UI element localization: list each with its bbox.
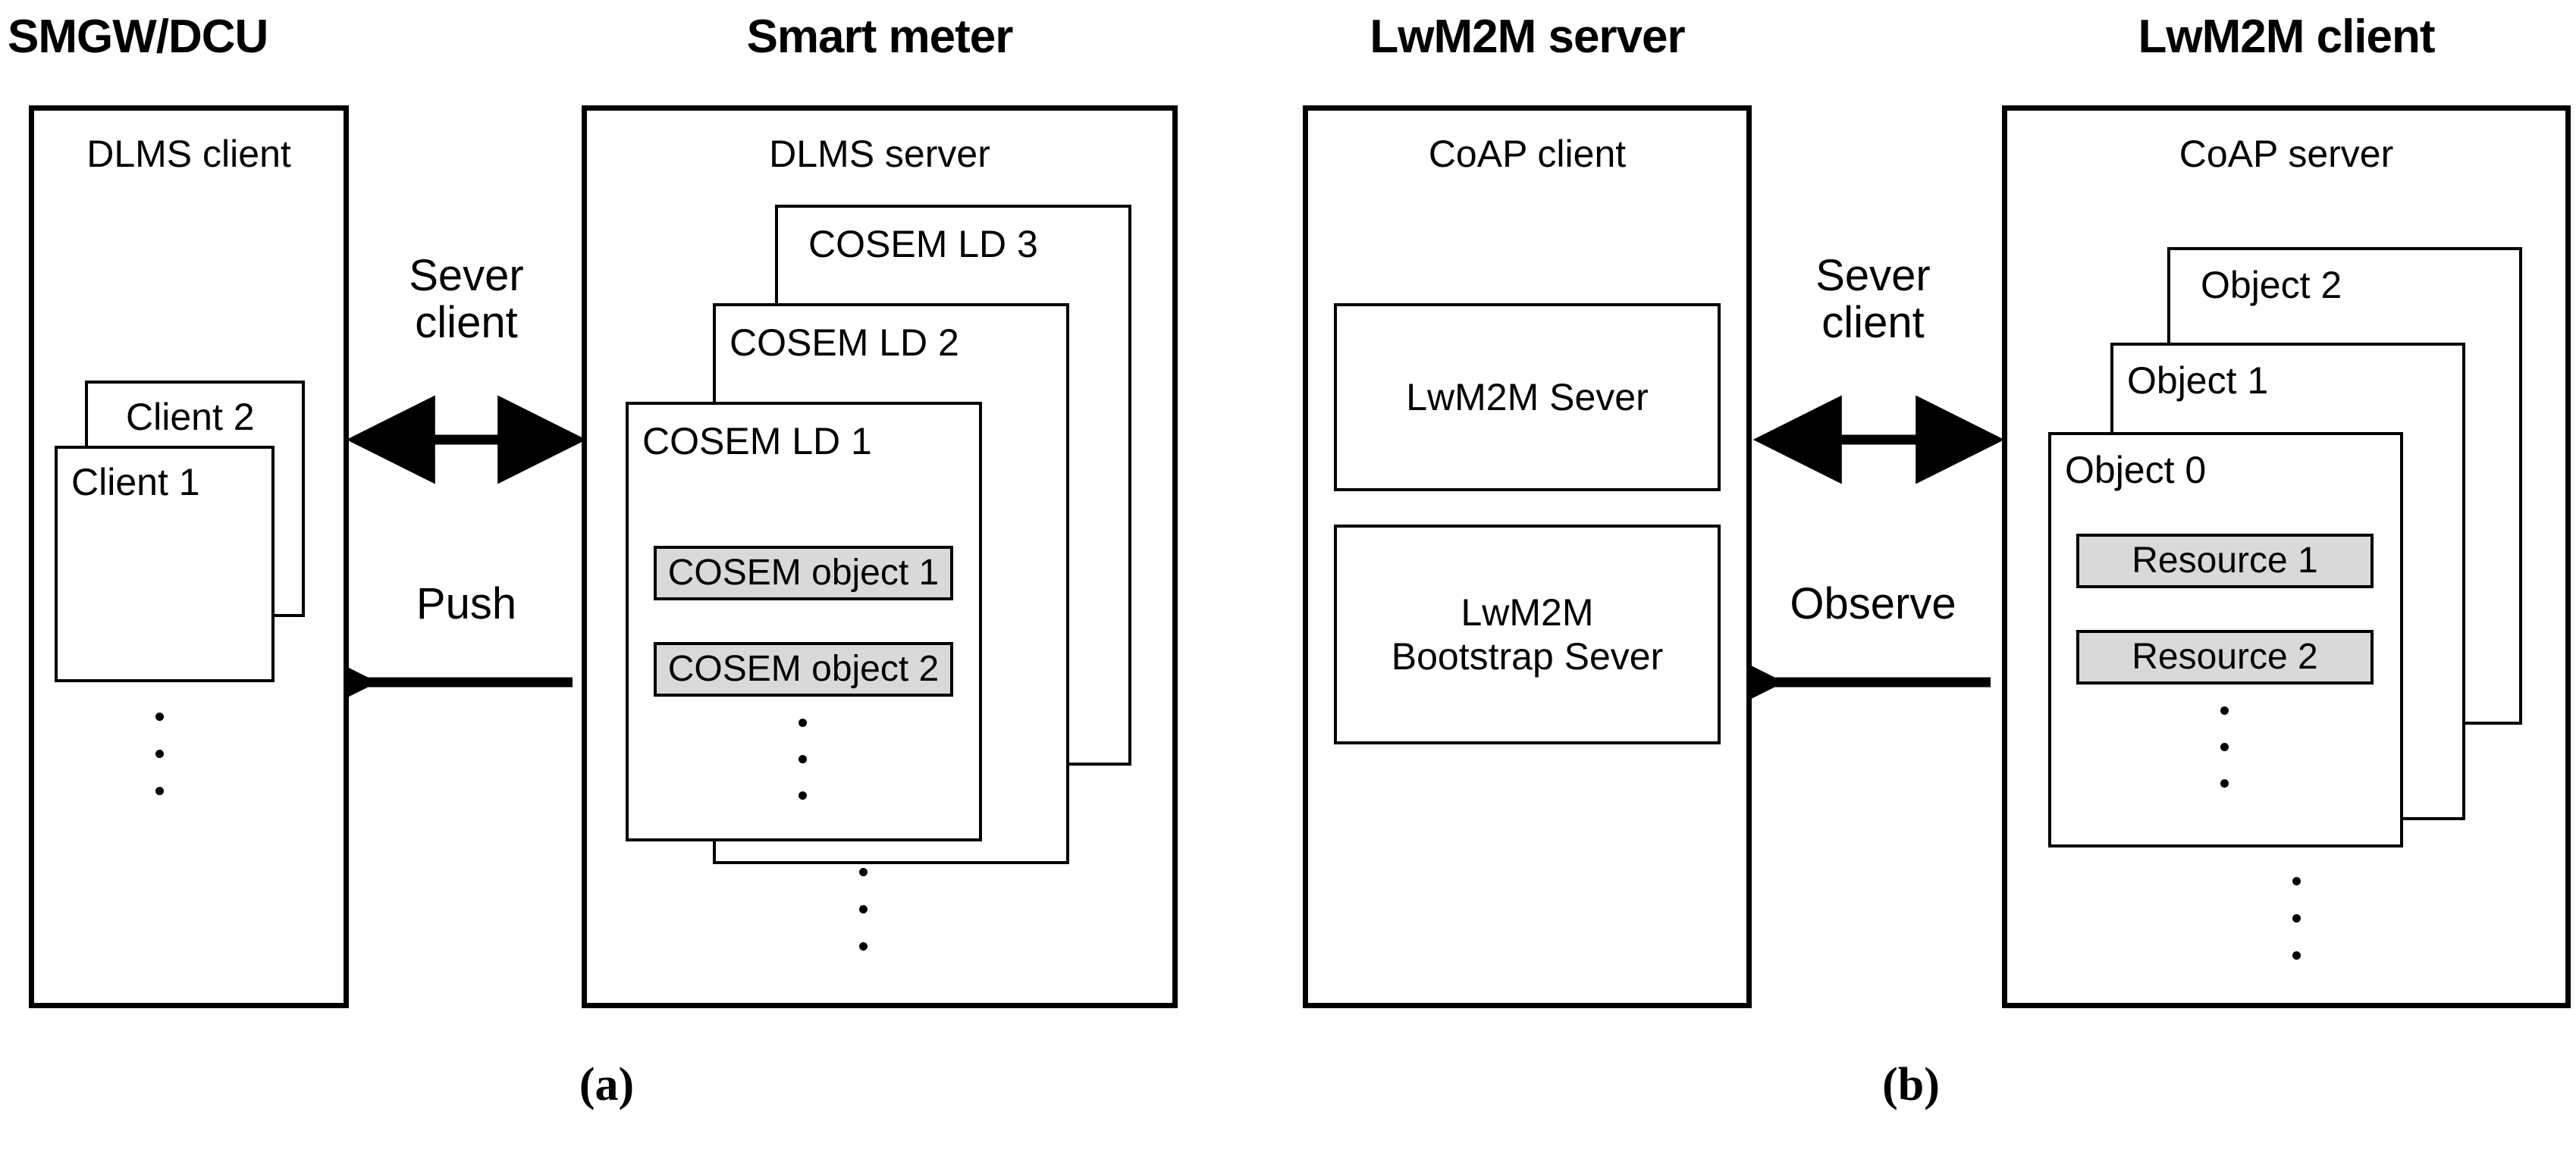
cosem-ld-ellipsis — [859, 868, 868, 951]
cosem-object-1-box[interactable]: COSEM object 1 — [654, 546, 953, 600]
cosem-ld-2-label: COSEM LD 2 — [730, 321, 959, 364]
object-2-label: Object 2 — [2201, 264, 2342, 306]
panel-title-lwm2m-server: LwM2M server — [1370, 11, 1685, 63]
cosem-ld-3-label: COSEM LD 3 — [808, 223, 1038, 265]
push-label: Push — [416, 579, 517, 628]
object-ellipsis — [2292, 877, 2301, 960]
lwm2m-server-sublabel: CoAP client — [1428, 133, 1627, 175]
smgw-dcu-sublabel: DLMS client — [86, 133, 291, 175]
observe-label: Observe — [1790, 579, 1956, 628]
client-1-label: Client 1 — [71, 461, 200, 503]
panel-title-smart-meter: Smart meter — [746, 11, 1014, 63]
lwm2m-sever-box[interactable]: LwM2M Sever — [1334, 303, 1721, 491]
smgw-client-ellipsis — [155, 713, 164, 795]
cosem-object-ellipsis — [799, 719, 807, 800]
caption-b: (b) — [1882, 1059, 1940, 1111]
sever-client-label-left: Sever client — [409, 251, 524, 347]
caption-a: (a) — [579, 1059, 635, 1111]
lwm2m-client-sublabel: CoAP server — [2179, 133, 2394, 175]
resource-2-box[interactable]: Resource 2 — [2076, 630, 2374, 685]
smart-meter-sublabel: DLMS server — [769, 133, 990, 175]
resource-ellipsis — [2220, 706, 2229, 788]
sever-client-label-right: Sever client — [1815, 251, 1931, 347]
client-2-label: Client 2 — [126, 396, 255, 438]
cosem-object-2-box[interactable]: COSEM object 2 — [654, 642, 953, 697]
object-0-label: Object 0 — [2065, 449, 2207, 491]
cosem-ld-1-box[interactable]: COSEM LD 1 — [626, 402, 982, 841]
client-1-box[interactable]: Client 1 — [55, 446, 275, 682]
lwm2m-bootstrap-sever-box[interactable]: LwM2M Bootstrap Sever — [1334, 525, 1721, 744]
panel-title-smgw-dcu: SMGW/DCU — [8, 11, 268, 63]
cosem-ld-1-label: COSEM LD 1 — [642, 420, 872, 462]
panel-title-lwm2m-client: LwM2M client — [2138, 11, 2435, 63]
resource-1-box[interactable]: Resource 1 — [2076, 534, 2374, 588]
object-1-label: Object 1 — [2127, 359, 2269, 402]
